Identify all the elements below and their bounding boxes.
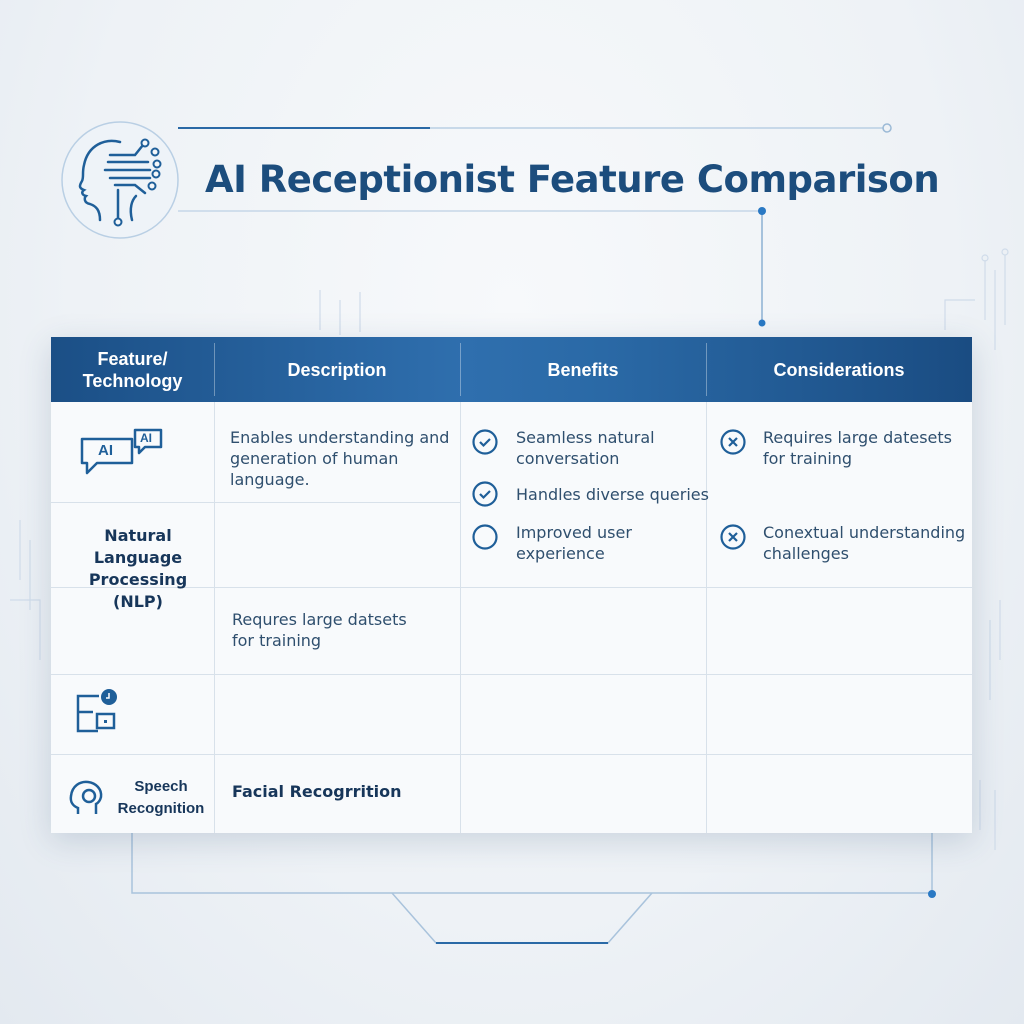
row3-description: Requres large datsets for training [232, 610, 407, 650]
check-circle-icon [472, 481, 498, 507]
divider [706, 402, 707, 833]
header-description: Description [287, 359, 387, 380]
ai-chat-bubbles-icon [80, 428, 163, 475]
nlp-description: Enables understanding and generation of … [230, 428, 450, 489]
divider [214, 402, 215, 833]
empty-circle-icon [472, 524, 498, 550]
page-title: AI Receptionist Feature Comparison [205, 158, 940, 201]
divider [460, 402, 461, 833]
ai-icon-label: AI [140, 431, 152, 445]
check-circle-icon [472, 429, 498, 455]
divider [51, 754, 972, 755]
header-considerations: Considerations [773, 359, 905, 380]
ai-head-logo-icon [78, 138, 162, 227]
table-header [51, 337, 972, 402]
feature-speech-label: Speech Recognition [117, 778, 205, 817]
feature-facial-label: Facial Recogrrition [232, 782, 402, 801]
header-benefits: Benefits [547, 359, 619, 380]
ai-icon-label: AI [98, 442, 113, 459]
speech-head-icon [69, 780, 103, 814]
feature-nlp-label: Natural Language Processing (NLP) [88, 526, 188, 611]
x-circle-icon [720, 429, 746, 455]
comparison-table: Feature/ Technology Description Benefits… [51, 337, 972, 833]
header-feature: Feature/ Technology [82, 348, 183, 391]
device-icon [76, 689, 117, 733]
divider [51, 502, 460, 503]
divider [51, 674, 972, 675]
x-circle-icon [720, 524, 746, 550]
divider [51, 587, 972, 588]
